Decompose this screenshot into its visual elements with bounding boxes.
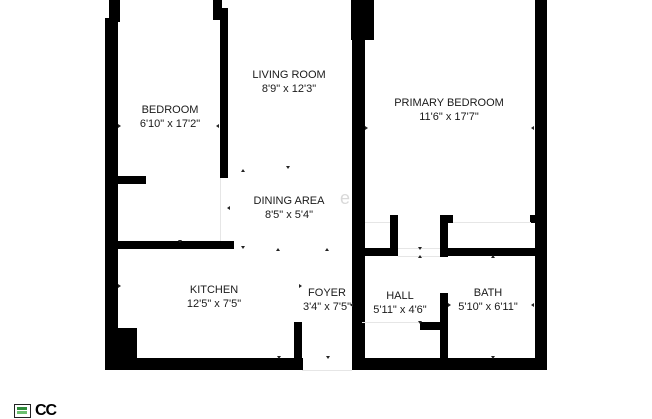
- wall-closet-stub: [118, 176, 146, 184]
- room-label-bedroom: BEDROOM 6'10" x 17'2": [140, 103, 200, 131]
- wall-bath-top: [440, 248, 536, 256]
- room-dimensions: 12'5" x 7'5": [186, 298, 242, 310]
- dimension-tick: [325, 248, 329, 251]
- logo-text: CC: [35, 402, 57, 419]
- room-dimensions: 8'5" x 5'4": [264, 209, 314, 221]
- room-name: HALL: [386, 290, 414, 302]
- doorway-hall-closet: [362, 322, 420, 323]
- dimension-tick: [241, 246, 245, 249]
- room-dimensions: 11'6" x 17'7": [419, 111, 479, 123]
- dimension-tick: [418, 255, 422, 258]
- room-label-dining-area: DINING AREA 8'5" x 5'4": [254, 194, 325, 222]
- dimension-tick: [531, 303, 534, 307]
- dimension-tick: [365, 126, 368, 130]
- brand-logo: CC: [14, 402, 57, 419]
- room-label-foyer: FOYER 3'4" x 7'5": [303, 286, 351, 314]
- wall-bedroom-bottom: [118, 241, 234, 249]
- room-name: DINING AREA: [253, 195, 325, 207]
- room-name: LIVING ROOM: [252, 69, 326, 81]
- doorway-closet: [365, 222, 390, 223]
- wall-foyer-right: [352, 322, 360, 370]
- room-label-living-room: LIVING ROOM 8'9" x 12'3": [252, 68, 325, 96]
- wall-hall-foyer: [362, 256, 398, 284]
- room-dimensions: 5'10" x 6'11": [458, 301, 518, 313]
- room-dimensions: 8'9" x 12'3": [261, 83, 317, 95]
- wall-hall-bath: [440, 293, 448, 370]
- wall-closet-bottom: [362, 248, 398, 256]
- wall-kitchen-foyer: [294, 322, 302, 370]
- wall-right-outer: [535, 0, 547, 370]
- dimension-tick: [491, 356, 495, 359]
- room-label-hall: HALL 5'11" x 4'6": [373, 289, 426, 317]
- dimension-tick: [531, 126, 534, 130]
- doorway-front-door: [302, 370, 352, 371]
- dimension-tick: [178, 240, 182, 243]
- room-label-kitchen: KITCHEN 12'5" x 7'5": [187, 283, 241, 311]
- dimension-tick: [350, 303, 353, 307]
- wall-left-outer: [105, 18, 118, 370]
- room-name: PRIMARY BEDROOM: [394, 97, 504, 109]
- room-label-primary-bedroom: PRIMARY BEDROOM 11'6" x 17'7": [394, 96, 504, 124]
- dimension-tick: [448, 303, 451, 307]
- dimension-tick: [118, 284, 121, 288]
- wall-living-primary-lower: [352, 40, 365, 370]
- wall-left-bedroom: [109, 0, 120, 22]
- wall-hall-closet-stub: [420, 322, 442, 330]
- dimension-tick: [216, 124, 219, 128]
- dimension-tick: [326, 356, 330, 359]
- wall-right-stub: [530, 215, 536, 223]
- room-name: FOYER: [308, 287, 346, 299]
- wall-bedroom-right-lower: [220, 8, 228, 178]
- wall-bedroom-right: [213, 0, 222, 20]
- dimension-tick: [286, 166, 290, 169]
- wall-living-primary: [351, 0, 363, 40]
- wall-living-primary-left: [362, 0, 374, 40]
- room-label-bath: BATH 5'10" x 6'11": [458, 286, 518, 314]
- dimension-tick: [118, 124, 121, 128]
- dimension-tick: [227, 206, 230, 210]
- dimension-tick: [299, 284, 302, 288]
- dimension-tick: [418, 321, 422, 324]
- dimension-tick: [491, 255, 495, 258]
- dimension-tick: [418, 247, 422, 250]
- room-name: BEDROOM: [141, 104, 199, 116]
- dimension-tick: [276, 248, 280, 251]
- room-dimensions: 5'11" x 4'6": [373, 304, 427, 316]
- doorway-bedroom-dining: [220, 178, 221, 241]
- dimension-tick: [277, 356, 281, 359]
- wall-bottom-kitchen: [105, 358, 303, 370]
- wall-bath-left-top: [440, 215, 448, 257]
- room-name: BATH: [473, 287, 503, 299]
- doorway-bath-closet: [453, 222, 531, 223]
- wall-bottom-hall-bath: [352, 358, 547, 370]
- wall-closet-left: [390, 215, 398, 255]
- room-dimensions: 6'10" x 17'2": [139, 118, 201, 130]
- room-dimensions: 3'4" x 7'5": [302, 301, 352, 313]
- dimension-tick: [241, 169, 245, 172]
- watermark: e: [340, 188, 351, 208]
- room-name: KITCHEN: [189, 284, 239, 296]
